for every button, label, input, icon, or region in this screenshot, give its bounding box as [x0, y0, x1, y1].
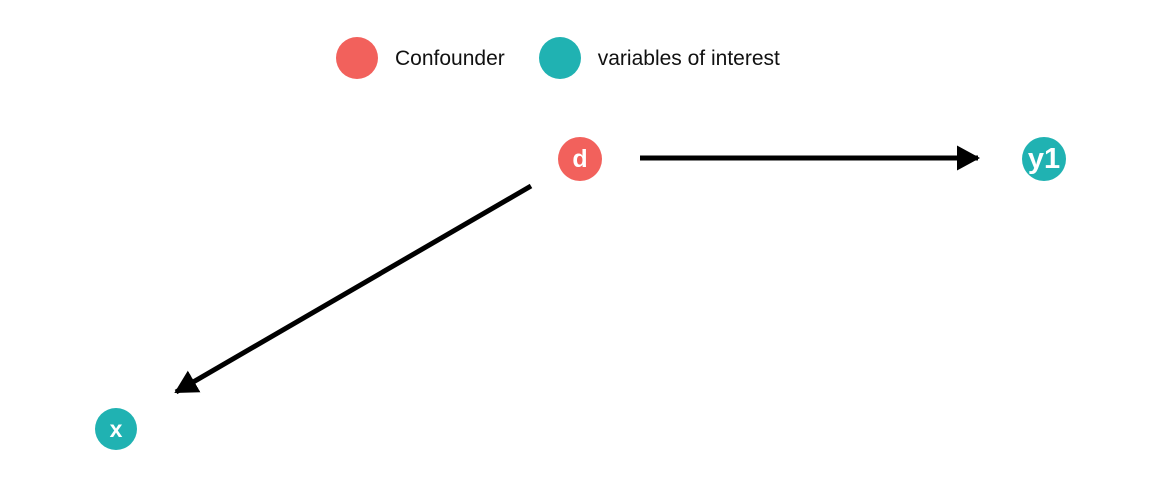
filled-circle-icon [538, 37, 581, 79]
node-x-label: x [109, 415, 123, 442]
legend-label-confounder: Confounder [395, 46, 505, 70]
filled-circle-icon [336, 37, 378, 79]
edge-d-to-x [174, 183, 533, 395]
node-x[interactable]: x [95, 408, 137, 450]
node-y1[interactable]: y1 [1022, 137, 1066, 181]
node-d[interactable]: d [558, 137, 602, 181]
node-d-label: d [572, 144, 588, 173]
legend: Confounder variables of interest [336, 36, 780, 80]
node-y1-label: y1 [1027, 142, 1061, 175]
legend-entry-confounder: Confounder [336, 37, 505, 79]
legend-entry-variables-of-interest: variables of interest [538, 37, 780, 79]
legend-label-variables-of-interest: variables of interest [597, 46, 780, 70]
